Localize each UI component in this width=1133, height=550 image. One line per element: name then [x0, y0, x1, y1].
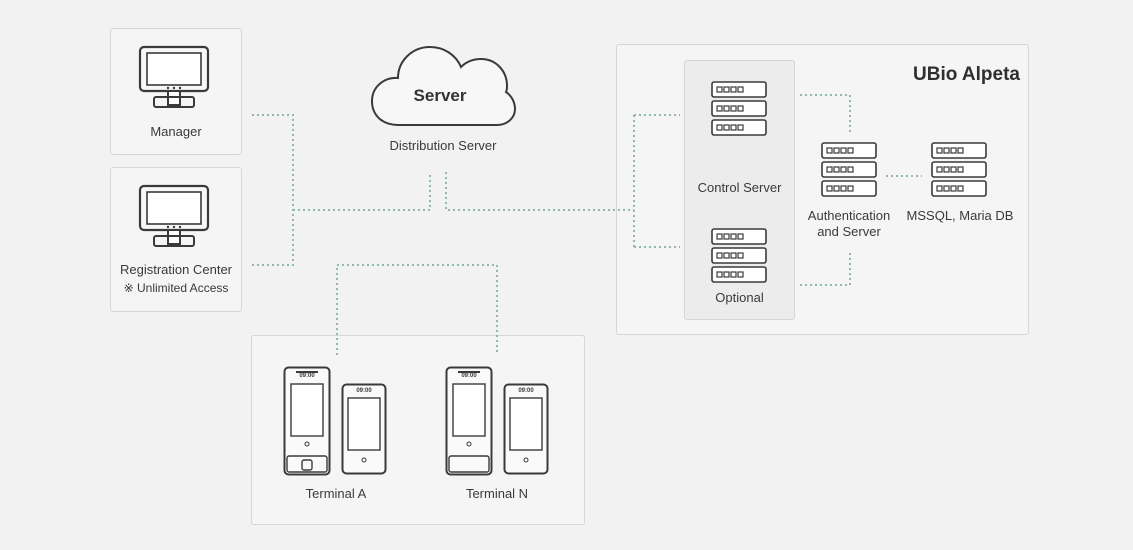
optional-server-icon [711, 228, 767, 283]
registration-center-label: Registration Center [120, 262, 232, 277]
terminal-n-large-device-icon [445, 366, 493, 476]
distribution-server-label: Distribution Server [389, 138, 497, 153]
unlimited-access-note: ※ Unlimited Access [123, 281, 229, 295]
terminal-a-small-screen-text: 09:00 [356, 388, 372, 394]
auth-server-label-line1: Authentication [807, 208, 891, 223]
database-label: MSSQL, Maria DB [906, 208, 1014, 223]
terminal-a-label: Terminal A [305, 486, 367, 501]
control-server-icon [711, 81, 767, 136]
control-server-label: Control Server [697, 180, 782, 195]
terminal-n-large-screen-text: 09:00 [461, 373, 477, 379]
auth-server-icon [821, 142, 877, 197]
database-server-icon [931, 142, 987, 197]
terminal-a-large-device-icon [283, 366, 331, 476]
terminal-a-large-screen-text: 09:00 [299, 373, 315, 379]
terminal-n-small-screen-text: 09:00 [518, 388, 534, 394]
cloud-server-label: Server [413, 86, 467, 105]
cloud-icon [370, 45, 516, 126]
terminal-n-label: Terminal N [465, 486, 529, 501]
ubio-alpeta-title: UBio Alpeta [913, 64, 1020, 85]
auth-server-label-line2: and Server [817, 224, 881, 239]
manager-label: Manager [150, 124, 202, 139]
terminal-n-small-device-icon [503, 383, 549, 475]
terminal-a-small-device-icon [341, 383, 387, 475]
manager-monitor-icon [138, 45, 210, 108]
registration-monitor-icon [138, 184, 210, 247]
optional-label: Optional [715, 290, 764, 305]
